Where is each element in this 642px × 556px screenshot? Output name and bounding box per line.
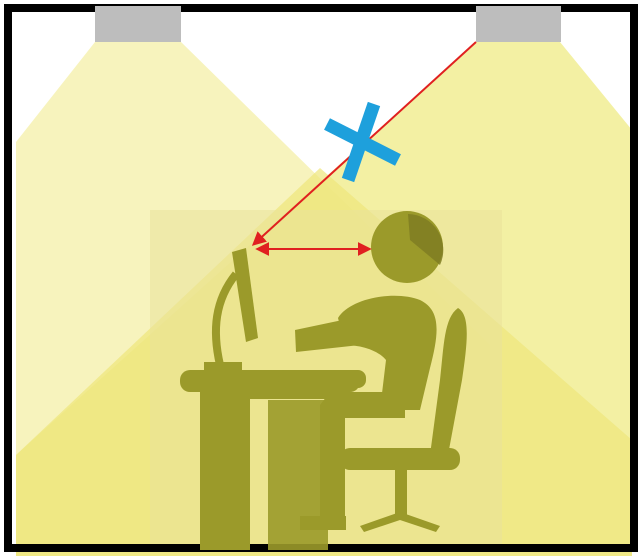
seated-person-icon xyxy=(278,211,444,530)
monitor-icon xyxy=(204,248,258,370)
ceiling-lamp-icon xyxy=(95,6,181,42)
ceiling-lamp-icon xyxy=(476,6,561,42)
cross-icon xyxy=(324,101,401,183)
office-chair-icon xyxy=(340,308,467,532)
